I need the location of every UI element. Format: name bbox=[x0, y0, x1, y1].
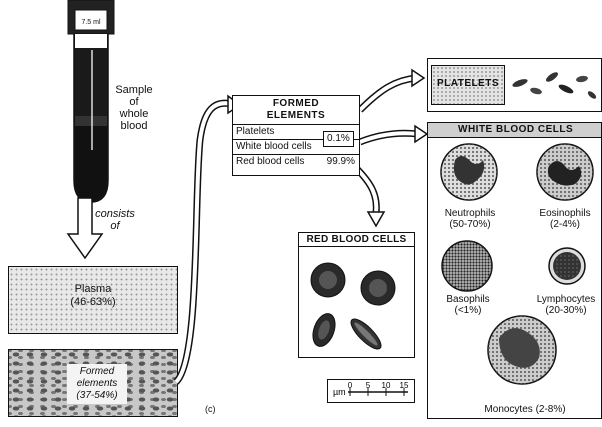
monocyte-cell bbox=[488, 316, 556, 384]
scale-bar-graphic: µm 0 5 10 15 bbox=[328, 380, 414, 402]
rbc-title: RED BLOOD CELLS bbox=[299, 233, 414, 247]
lymphocytes-percent: (20-30%) bbox=[530, 305, 602, 316]
lymphocytes-name: Lymphocytes bbox=[530, 294, 602, 305]
fe-combined-value: 0.1% bbox=[323, 131, 354, 147]
scale-tick-2: 10 bbox=[382, 381, 391, 390]
lymphocyte-cell bbox=[549, 248, 585, 284]
monocytes-label: Monocytes (2-8%) bbox=[470, 404, 580, 415]
platelets-title-box: PLATELETS bbox=[431, 65, 505, 105]
basophil-cell bbox=[442, 241, 492, 291]
neutrophil-cell bbox=[441, 144, 497, 200]
eosinophils-percent: (2-4%) bbox=[528, 219, 602, 230]
scale-bar: µm 0 5 10 15 bbox=[327, 379, 415, 403]
formed-elements-title: FORMED ELEMENTS bbox=[233, 96, 359, 125]
eosinophils-name: Eosinophils bbox=[528, 208, 602, 219]
scale-tick-1: 5 bbox=[366, 381, 371, 390]
basophils-label: Basophils (<1%) bbox=[432, 294, 504, 316]
scale-unit: µm bbox=[333, 387, 346, 397]
rbc-cell-2 bbox=[361, 271, 395, 305]
monocytes-percent: (2-8%) bbox=[536, 404, 566, 415]
fe-row-wbc-label: White blood cells bbox=[236, 141, 312, 152]
scale-tick-3: 15 bbox=[400, 381, 409, 390]
eosinophils-label: Eosinophils (2-4%) bbox=[528, 208, 602, 230]
platelet-fragments bbox=[508, 65, 600, 105]
rbc-cell-4 bbox=[347, 315, 385, 353]
platelets-title: PLATELETS bbox=[432, 78, 504, 89]
wbc-cells bbox=[427, 138, 602, 418]
platelets-panel: PLATELETS bbox=[427, 58, 602, 112]
neutrophils-name: Neutrophils bbox=[432, 208, 508, 219]
wbc-title: WHITE BLOOD CELLS bbox=[428, 123, 601, 138]
neutrophils-percent: (50-70%) bbox=[432, 219, 508, 230]
fe-row-rbc-value: 99.9% bbox=[327, 155, 355, 169]
rbc-cells bbox=[300, 248, 414, 356]
rbc-cell-3 bbox=[309, 311, 339, 350]
basophils-percent: (<1%) bbox=[432, 305, 504, 316]
fe-row-rbc-label: Red blood cells bbox=[236, 156, 304, 167]
monocytes-name: Monocytes bbox=[484, 404, 532, 415]
lymphocytes-label: Lymphocytes (20-30%) bbox=[530, 294, 602, 316]
rbc-cell-1 bbox=[311, 263, 345, 297]
fe-row-platelets-label: Platelets bbox=[236, 126, 274, 137]
scale-tick-0: 0 bbox=[348, 381, 353, 390]
arrow-to-formed-table bbox=[176, 103, 232, 382]
basophils-name: Basophils bbox=[432, 294, 504, 305]
fe-row-rbc: Red blood cells 99.9% bbox=[233, 155, 359, 175]
figure-part-label: (c) bbox=[205, 404, 216, 414]
neutrophils-label: Neutrophils (50-70%) bbox=[432, 208, 508, 230]
eosinophil-cell bbox=[537, 144, 593, 200]
